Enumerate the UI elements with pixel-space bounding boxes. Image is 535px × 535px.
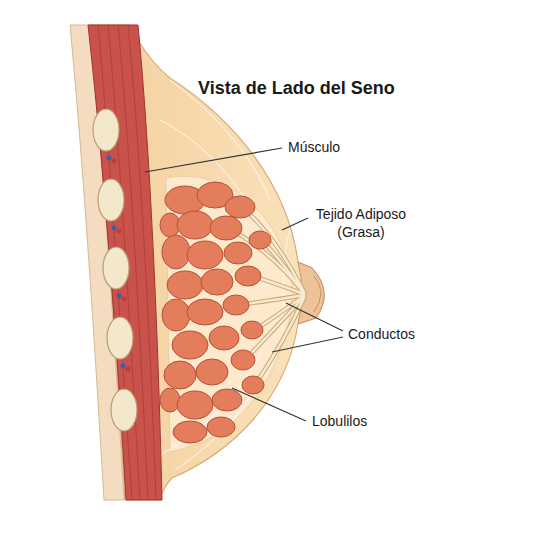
rib-section-part [93,109,119,151]
lobule-cluster-part [167,271,203,299]
lobule-cluster-part [210,216,242,240]
part-label: Conductos [348,325,415,343]
lobule-cluster-part [164,361,196,389]
lobule-cluster-part [187,241,223,269]
leader-lines-part [145,148,282,172]
lobule-cluster-part [172,331,208,359]
lobule-cluster-part [241,321,263,339]
connective-tissue-part [160,350,262,455]
lobule-cluster-part [187,299,223,325]
rib-section-part [112,159,117,164]
part-label: Lobulilos [312,412,367,430]
rib-section-part [122,297,127,302]
muscle-band-part [98,25,156,500]
lobule-cluster-part [212,389,242,411]
lobule-cluster-part [242,376,264,394]
rib-section-part [117,229,122,234]
lobule-cluster-part [235,266,261,286]
rib-section-part [103,247,129,289]
rib-section-part [126,367,131,372]
lobule-cluster-part [177,211,213,239]
connective-tissue-part [160,120,262,230]
diagram-title: Vista de Lado del Seno [198,77,395,99]
lobule-cluster-part [224,242,252,264]
lobule-cluster-part [209,326,239,350]
rib-section [93,109,137,431]
lobule-cluster-part [223,295,249,315]
connective-tissue [160,80,290,470]
lobule-cluster-part [207,417,235,437]
lobule-cluster-part [173,421,207,443]
rib-section-part [112,226,117,231]
leader-lines-part [286,303,343,331]
lobule-cluster-part [162,235,190,269]
lobule-cluster-part [201,269,233,295]
leader-lines-part [272,337,343,352]
leader-lines-part [232,388,306,421]
lobule-cluster-part [231,350,255,370]
lobule-cluster-part [249,231,271,249]
rib-section-part [117,294,122,299]
lobule-cluster-part [162,299,190,331]
muscle-band-part [88,25,162,500]
part-label: Músculo [288,138,340,156]
rib-section-part [111,389,137,431]
rib-section-part [98,179,124,221]
breast-outline-part [314,276,321,312]
part-label: Tejido Adiposo (Grasa) [306,205,416,241]
rib-section-part [107,156,112,161]
leader-lines [145,148,343,421]
rib-section-part [121,364,126,369]
lobule-cluster-part [225,196,255,218]
lobule-cluster-part [177,391,213,419]
lobule-cluster [160,182,271,443]
lobule-cluster-part [196,359,228,385]
muscle-band-part-part [128,25,156,500]
leader-lines-part [282,218,308,230]
muscle-band [88,25,162,500]
rib-section-part [107,317,133,359]
milk-ducts-part-part [255,298,304,385]
